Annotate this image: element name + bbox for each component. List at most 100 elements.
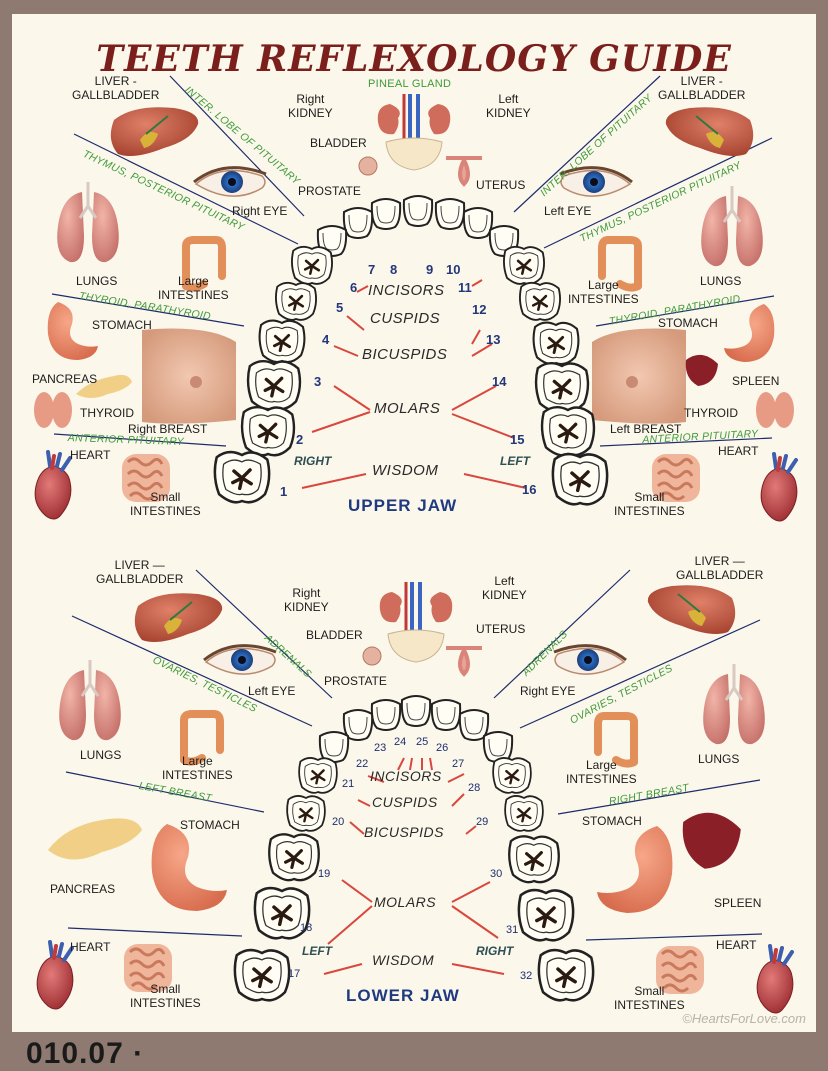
lower-bicuspids-label: BICUSPIDS: [364, 824, 444, 840]
upper-pancreas-label: PANCREAS: [32, 372, 98, 386]
tooth-number-17: 17: [288, 968, 301, 980]
upper-liver-left-label: LIVER - GALLBLADDER: [72, 74, 160, 102]
lower-lungs-left-icon: [57, 658, 123, 742]
lower-small-int-right-label: Small INTESTINES: [614, 984, 685, 1012]
upper-breast-right-label: Right BREAST: [128, 422, 208, 436]
lower-eye-left-icon: [202, 644, 278, 676]
credit-watermark: ©HeartsForLove.com: [682, 1011, 806, 1026]
upper-breast-left-label: Left BREAST: [610, 422, 682, 436]
tooth-number-22: 22: [356, 758, 369, 770]
lower-left-side-label: LEFT: [302, 944, 332, 958]
upper-kidney-left-label: Left KIDNEY: [486, 92, 531, 120]
upper-thyroid-left-icon: [34, 392, 72, 428]
page-title: TEETH REFLEXOLOGY GUIDE: [96, 38, 732, 80]
tooth-number-30: 30: [490, 868, 503, 880]
tooth-number-27: 27: [452, 758, 465, 770]
lower-large-int-right-label: Large INTESTINES: [566, 758, 637, 786]
tooth-number-4: 4: [322, 332, 330, 347]
upper-stomach-right-label: STOMACH: [658, 316, 718, 330]
upper-bladder-label: BLADDER: [310, 136, 367, 150]
upper-spleen-label: SPLEEN: [732, 374, 780, 388]
upper-prostate-label: PROSTATE: [298, 184, 361, 198]
upper-thyroid-right-icon: [756, 392, 794, 428]
lower-liver-right-label: LIVER — GALLBLADDER: [676, 554, 764, 582]
tooth-number-6: 6: [350, 280, 358, 295]
upper-incisors-label: INCISORS: [368, 282, 445, 299]
lower-spleen-icon: [682, 812, 741, 869]
upper-large-int-left-label: Large INTESTINES: [158, 274, 229, 302]
upper-eye-left-label: Left EYE: [544, 204, 592, 218]
tooth-number-20: 20: [332, 816, 345, 828]
upper-uterus-label: UTERUS: [476, 178, 526, 192]
upper-lungs-right-label: LUNGS: [700, 274, 742, 288]
tooth-number-29: 29: [476, 816, 489, 828]
lower-stomach-left-label: STOMACH: [180, 818, 240, 832]
lower-liver-left-icon: [133, 592, 224, 643]
lower-stomach-left-icon: [151, 824, 227, 911]
lower-kidneys-icon: [377, 580, 455, 636]
lower-eye-right-icon: [552, 644, 628, 676]
upper-right-side-label: RIGHT: [294, 454, 332, 468]
upper-left-side-label: LEFT: [500, 454, 530, 468]
lower-molars-label: MOLARS: [374, 894, 437, 910]
upper-thyroid-left-label: THYROID: [80, 406, 134, 420]
tooth-number-14: 14: [492, 374, 507, 389]
upper-uterus-icon: [446, 156, 482, 187]
lower-lungs-right-icon: [701, 662, 767, 746]
upper-stomach-right-icon: [724, 304, 775, 362]
tooth-number-26: 26: [436, 742, 449, 754]
upper-small-int-left-label: Small INTESTINES: [130, 490, 201, 518]
upper-kidney-right-label: Right KIDNEY: [288, 92, 333, 120]
tooth-number-28: 28: [468, 782, 481, 794]
lower-liver-left-label: LIVER — GALLBLADDER: [96, 558, 184, 586]
tooth-number-19: 19: [318, 868, 331, 880]
upper-pancreas-icon: [76, 374, 132, 398]
upper-eye-right-label: Right EYE: [232, 204, 288, 218]
lower-large-intestine-right-icon: [598, 716, 634, 764]
tooth-number-25: 25: [416, 736, 429, 748]
tooth-number-9: 9: [426, 262, 434, 277]
tooth-number-23: 23: [374, 742, 387, 754]
upper-small-int-right-label: Small INTESTINES: [614, 490, 685, 518]
lower-small-int-left-label: Small INTESTINES: [130, 982, 201, 1010]
upper-prostate-icon: [358, 156, 378, 176]
lower-heart-left-label: HEART: [70, 940, 111, 954]
tooth-number-8: 8: [390, 262, 398, 277]
upper-jaw-label: UPPER JAW: [348, 496, 458, 515]
lower-uterus-icon: [446, 646, 482, 677]
upper-heart-right-label: HEART: [718, 444, 759, 458]
tooth-number-15: 15: [510, 432, 525, 447]
lower-pancreas-label: PANCREAS: [50, 882, 116, 896]
tooth-number-3: 3: [314, 374, 322, 389]
upper-liver-left-icon: [109, 106, 200, 157]
upper-liver-right-icon: [664, 106, 755, 157]
tooth-number-18: 18: [300, 922, 313, 934]
lower-wisdom-label: WISDOM: [372, 952, 435, 968]
lower-cuspids-label: CUSPIDS: [372, 794, 438, 810]
lower-incisors-label: INCISORS: [370, 768, 442, 784]
lower-red-connectors: [323, 757, 505, 975]
upper-heart-left-label: HEART: [70, 448, 111, 462]
tooth-number-13: 13: [486, 332, 501, 347]
diagram-graphics: [33, 75, 799, 1015]
lower-heart-left-icon: [35, 940, 75, 1011]
upper-stomach-left-label: STOMACH: [92, 318, 152, 332]
tooth-number-7: 7: [368, 262, 376, 277]
upper-large-int-right-label: Large INTESTINES: [568, 278, 639, 306]
upper-wisdom-label: WISDOM: [372, 462, 439, 479]
lower-heart-right-icon: [755, 944, 795, 1015]
lower-jaw-label: LOWER JAW: [346, 986, 460, 1005]
upper-thyroid-right-label: THYROID: [684, 406, 738, 420]
lower-liver-right-icon: [646, 584, 737, 635]
lower-uterus-label: UTERUS: [476, 622, 526, 636]
bottom-partial-text: 010.07 ·: [26, 1037, 145, 1070]
upper-lungs-left-label: LUNGS: [76, 274, 118, 288]
upper-breast-right-icon: [142, 328, 236, 424]
lower-stomach-right-label: STOMACH: [582, 814, 642, 828]
lower-lungs-left-label: LUNGS: [80, 748, 122, 762]
lower-bladder-label: BLADDER: [306, 628, 363, 642]
lower-spleen-label: SPLEEN: [714, 896, 762, 910]
upper-liver-right-label: LIVER - GALLBLADDER: [658, 74, 746, 102]
tooth-number-12: 12: [472, 302, 487, 317]
tooth-number-24: 24: [394, 736, 407, 748]
